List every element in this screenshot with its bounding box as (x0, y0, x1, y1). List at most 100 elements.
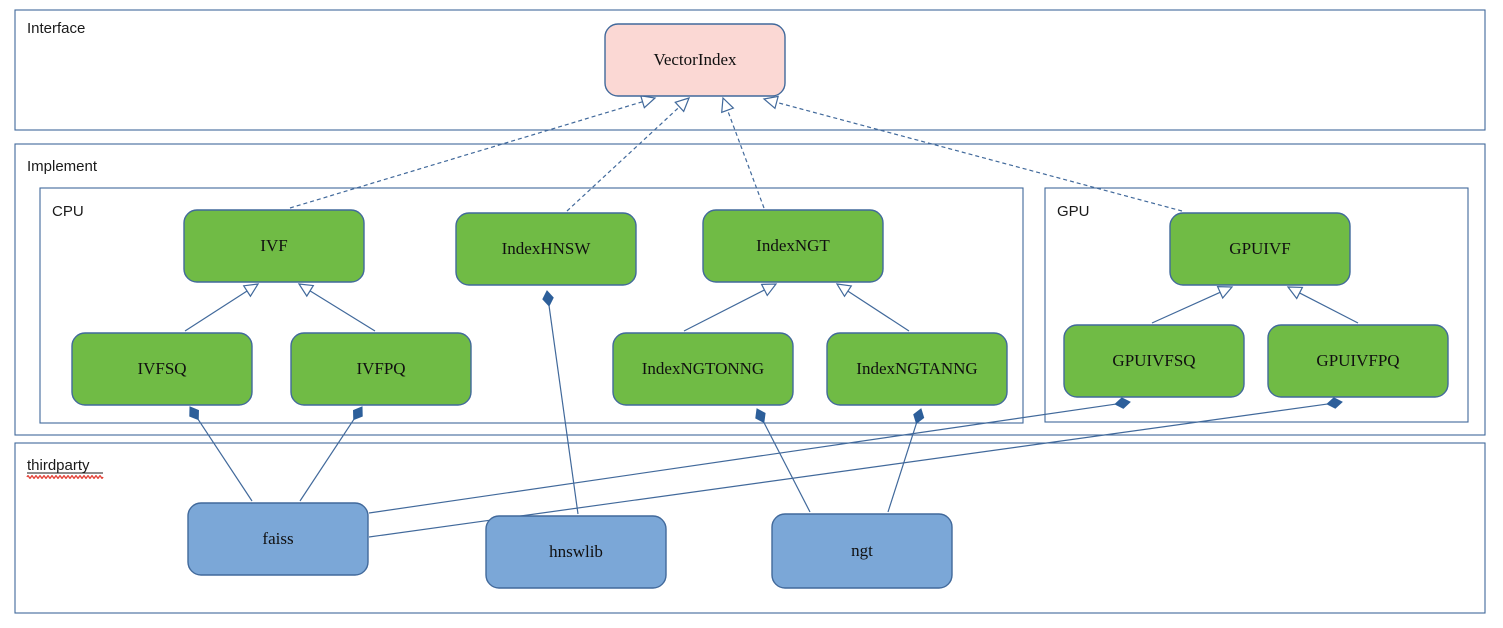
group-border-thirdparty (14, 442, 1486, 614)
node-label-hnswlib: hnswlib (549, 542, 603, 561)
inheritance-arrowhead-ivf-vectorindex (639, 95, 657, 109)
edge-line-indexngtanng-indexngt (847, 290, 910, 332)
group-border-interface (14, 9, 1486, 131)
edge-indexngt-vectorindex (721, 96, 765, 209)
edge-line-gpuivfpq-gpuivf (1299, 292, 1359, 324)
edge-line-ivf-vectorindex (289, 101, 643, 209)
node-box-gpuivfsq[interactable] (1063, 324, 1245, 398)
node-ngt[interactable]: ngt (771, 513, 953, 589)
group-label-thirdparty: thirdparty (27, 457, 90, 474)
node-label-ivfsq: IVFSQ (137, 359, 186, 378)
spellcheck-underline-thirdparty (26, 475, 104, 479)
inheritance-arrowhead-indexngt-vectorindex (721, 96, 735, 114)
edge-line-faiss-gpuivfpq (368, 403, 1328, 538)
edge-hnswlib-indexhnsw (542, 290, 579, 515)
node-ivfpq[interactable]: IVFPQ (290, 332, 472, 406)
node-label-indexngt: IndexNGT (756, 236, 830, 255)
edge-line-gpuivf-vectorindex (776, 101, 1183, 212)
edge-line-indexhnsw-vectorindex (566, 106, 680, 212)
node-box-indexngtonng[interactable] (612, 332, 794, 406)
edge-line-ngt-indexngtanng (887, 423, 917, 513)
group-label-cpu: CPU (52, 203, 84, 220)
group-thirdparty: thirdparty (14, 442, 1486, 614)
edge-line-ngt-indexngtonng (763, 422, 811, 513)
group-border-implement (14, 143, 1486, 436)
group-label-gpu: GPU (1057, 203, 1090, 220)
node-box-ivfpq[interactable] (290, 332, 472, 406)
node-faiss[interactable]: faiss (187, 502, 369, 576)
edge-line-faiss-gpuivfsq (368, 403, 1116, 514)
edge-line-gpuivfsq-gpuivf (1151, 291, 1221, 324)
node-vectorindex[interactable]: VectorIndex (604, 23, 786, 97)
node-label-ngt: ngt (851, 541, 873, 560)
node-box-indexngtanng[interactable] (826, 332, 1008, 406)
composition-diamond-ngt-indexngtonng (755, 408, 766, 424)
inheritance-arrowhead-gpuivfpq-gpuivf (1286, 286, 1304, 300)
node-box-ngt[interactable] (771, 513, 953, 589)
edge-indexhnsw-vectorindex (566, 97, 691, 212)
composition-diamond-ngt-indexngtanng (913, 408, 925, 425)
composition-diamond-faiss-gpuivfsq (1114, 397, 1131, 409)
edge-line-ivfsq-ivf (184, 290, 248, 332)
node-gpuivfsq[interactable]: GPUIVFSQ (1063, 324, 1245, 398)
edge-indexngtonng-indexngt (683, 283, 778, 332)
edge-ngt-indexngtanng (887, 408, 925, 513)
node-box-gpuivfpq[interactable] (1267, 324, 1449, 398)
node-indexhnsw[interactable]: IndexHNSW (455, 212, 637, 286)
group-interface: Interface (14, 9, 1486, 131)
edge-gpuivfsq-gpuivf (1151, 286, 1234, 324)
edge-line-faiss-ivfsq (197, 419, 253, 502)
group-gpu: GPU (1044, 187, 1469, 423)
edge-ivfpq-ivf (297, 283, 376, 332)
node-indexngtanng[interactable]: IndexNGTANNG (826, 332, 1008, 406)
inheritance-arrowhead-gpuivfsq-gpuivf (1216, 286, 1234, 300)
edge-ivfsq-ivf (184, 283, 260, 332)
edge-ngt-indexngtonng (755, 408, 811, 513)
node-label-gpuivf: GPUIVF (1229, 239, 1290, 258)
node-box-indexngt[interactable] (702, 209, 884, 283)
composition-diamond-faiss-ivfsq (189, 406, 199, 421)
node-box-ivfsq[interactable] (71, 332, 253, 406)
node-label-indexhnsw: IndexHNSW (502, 239, 592, 258)
node-ivfsq[interactable]: IVFSQ (71, 332, 253, 406)
group-cpu: CPU (39, 187, 1024, 424)
node-box-gpuivf[interactable] (1169, 212, 1351, 286)
node-hnswlib[interactable]: hnswlib (485, 515, 667, 589)
node-indexngtonng[interactable]: IndexNGTONNG (612, 332, 794, 406)
group-border-gpu (1044, 187, 1469, 423)
node-gpuivfpq[interactable]: GPUIVFPQ (1267, 324, 1449, 398)
node-indexngt[interactable]: IndexNGT (702, 209, 884, 283)
edge-ivf-vectorindex (289, 95, 657, 209)
edge-line-faiss-ivfpq (299, 419, 355, 502)
relationship-edges-layer (184, 95, 1359, 538)
node-box-vectorindex[interactable] (604, 23, 786, 97)
edge-line-indexngt-vectorindex (726, 109, 765, 209)
edge-gpuivf-vectorindex (762, 95, 1183, 212)
node-ivf[interactable]: IVF (183, 209, 365, 283)
node-label-ivfpq: IVFPQ (356, 359, 405, 378)
group-implement: Implement (14, 143, 1486, 436)
edge-line-indexngtonng-indexngt (683, 289, 765, 332)
node-label-faiss: faiss (262, 529, 293, 548)
node-box-ivf[interactable] (183, 209, 365, 283)
edge-indexngtanng-indexngt (835, 283, 910, 332)
node-box-indexhnsw[interactable] (455, 212, 637, 286)
group-label-interface: Interface (27, 20, 85, 37)
node-label-indexngtonng: IndexNGTONNG (642, 359, 764, 378)
composition-diamond-faiss-gpuivfpq (1326, 397, 1343, 409)
edge-faiss-ivfsq (189, 406, 253, 502)
inheritance-arrowhead-ivfpq-ivf (297, 283, 315, 298)
node-label-gpuivfsq: GPUIVFSQ (1112, 351, 1195, 370)
composition-diamond-faiss-ivfpq (353, 406, 363, 421)
group-label-implement: Implement (27, 158, 98, 175)
node-box-faiss[interactable] (187, 502, 369, 576)
node-label-gpuivfpq: GPUIVFPQ (1316, 351, 1399, 370)
composition-diamond-hnswlib-indexhnsw (542, 290, 554, 307)
edge-gpuivfpq-gpuivf (1286, 286, 1359, 324)
node-gpuivf[interactable]: GPUIVF (1169, 212, 1351, 286)
node-label-indexngtanng: IndexNGTANNG (856, 359, 977, 378)
node-box-hnswlib[interactable] (485, 515, 667, 589)
